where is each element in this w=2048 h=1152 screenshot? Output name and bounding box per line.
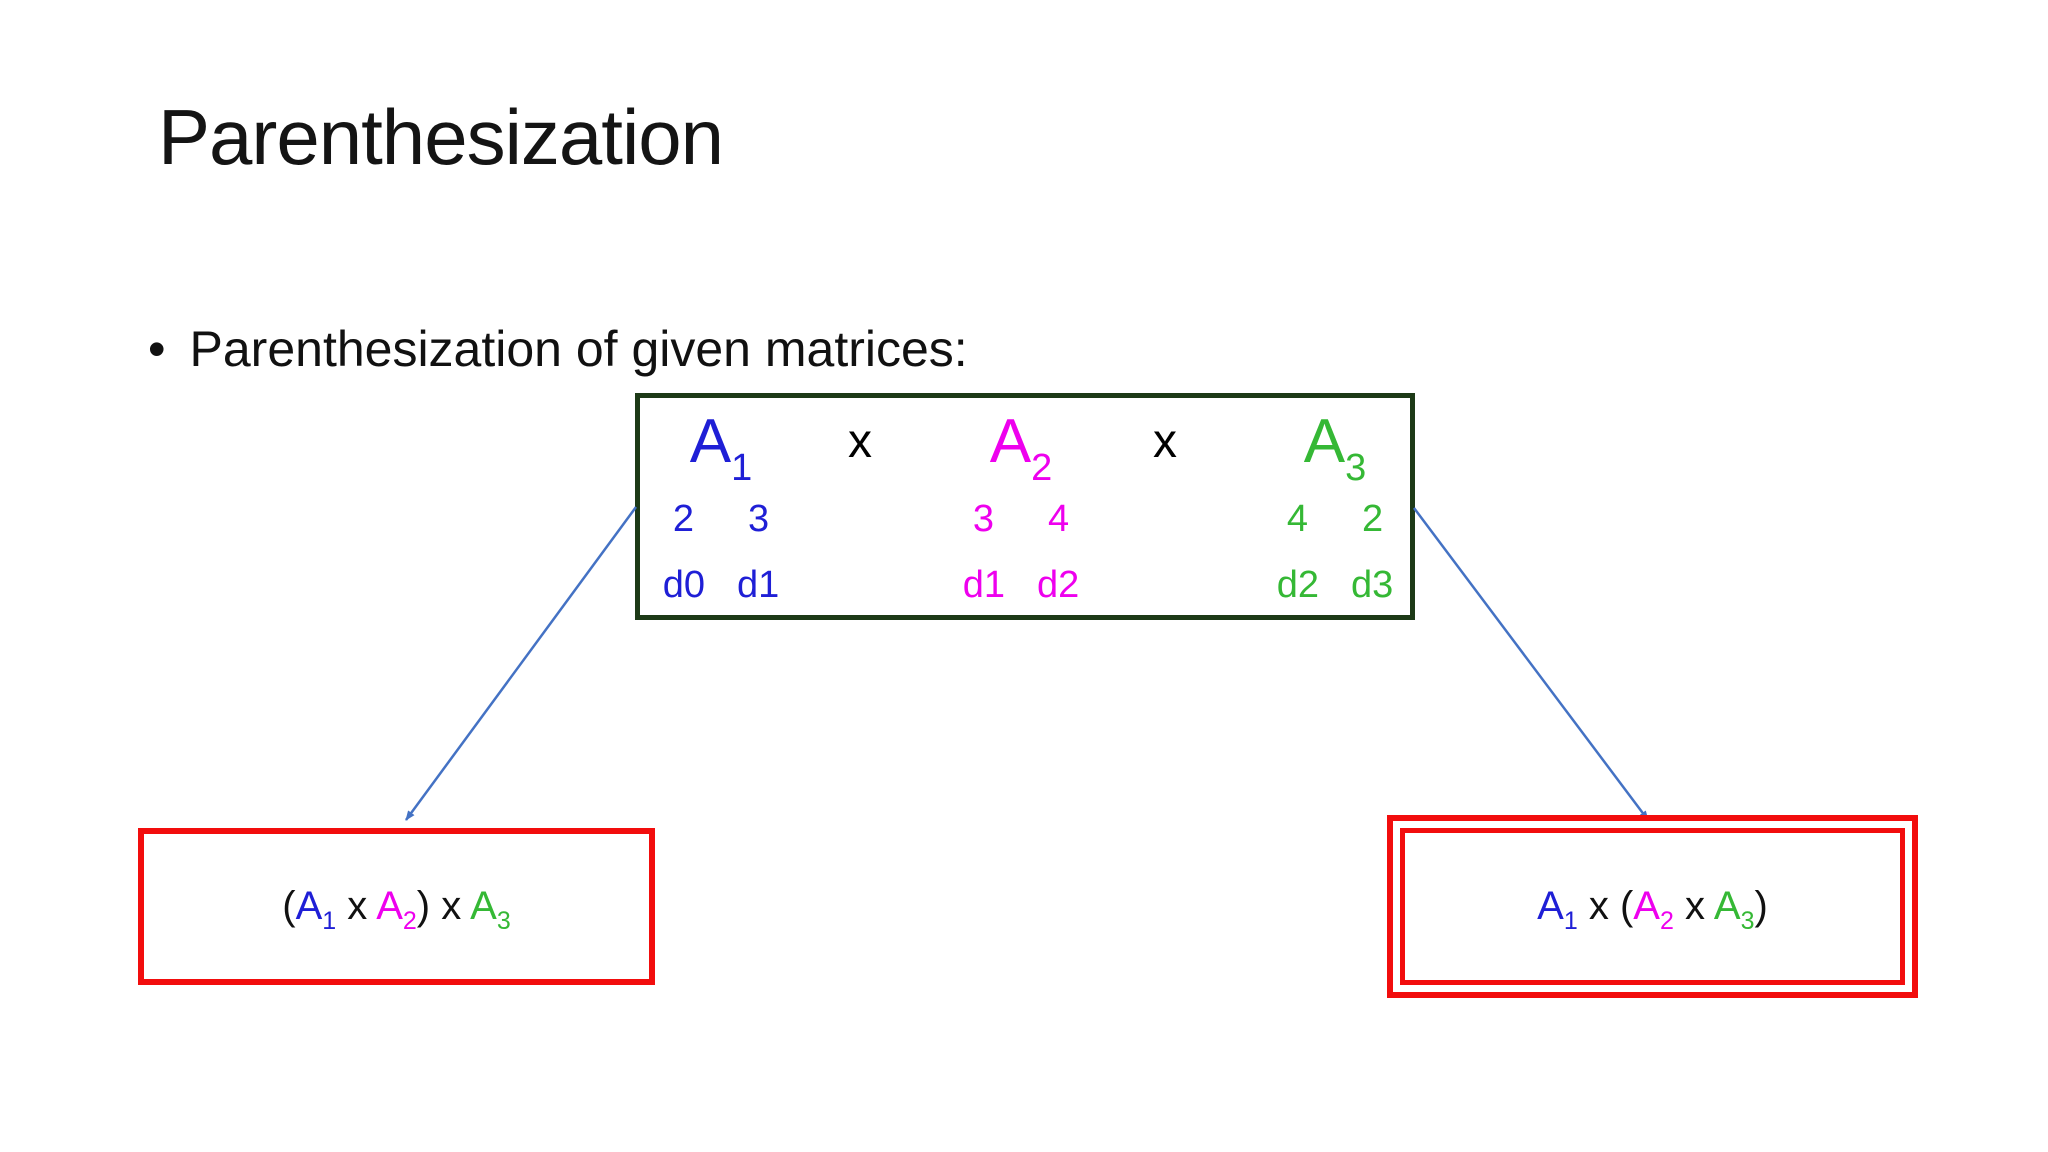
bullet-text: Parenthesization of given matrices:: [189, 321, 968, 377]
left-arrow: [404, 506, 638, 821]
expression-right: A1 x (A2 x A3): [1537, 884, 1768, 935]
dim-value: 3: [748, 498, 770, 540]
dim-value: 2: [672, 498, 694, 540]
dim-label: d0: [662, 564, 705, 606]
dim-value: 3: [972, 498, 994, 540]
expr-part: A2: [1633, 884, 1674, 935]
expr-part: A3: [470, 884, 511, 935]
expr-part: A3: [1713, 884, 1755, 935]
matrix-group-a2: A2 3 4 d1 d2: [946, 398, 1096, 610]
matrices-box: A1 2 3 d0 d1 x A2 3 4 d1 d2 x A3: [635, 393, 1415, 620]
dim-value: 4: [1048, 498, 1070, 540]
bullet-marker: •: [148, 321, 166, 377]
expr-part: A1: [295, 884, 337, 935]
dim-label: d1: [737, 564, 780, 606]
dim-label: d3: [1351, 564, 1394, 606]
right-parenthesization-box-inner: A1 x (A2 x A3): [1400, 828, 1905, 985]
expr-part: ) x: [416, 884, 471, 928]
expr-part: A1: [1537, 884, 1578, 935]
matrix-group-a1: A1 2 3 d0 d1: [646, 398, 796, 610]
right-arrow: [1413, 507, 1649, 821]
matrix-group-a3: A3 4 2 d2 d3: [1260, 398, 1410, 610]
expr-part: ): [1754, 884, 1768, 928]
matrix-label-a3: A3: [1303, 407, 1367, 489]
expr-part: (: [282, 884, 296, 928]
matrix-dim-labels-a1: d0 d1: [646, 560, 796, 610]
matrix-label-a2: A2: [989, 407, 1053, 489]
dim-label: d1: [962, 564, 1005, 606]
matrix-label-a1: A1: [689, 407, 753, 489]
dim-value: 2: [1362, 498, 1384, 540]
expression-left: (A1 x A2) x A3: [282, 884, 511, 935]
expr-part: x: [1673, 884, 1714, 928]
matrix-dims-a2: 3 4: [946, 494, 1096, 544]
dim-label: d2: [1037, 564, 1080, 606]
page-title: Parenthesization: [158, 93, 724, 181]
left-parenthesization-box: (A1 x A2) x A3: [138, 828, 655, 985]
expr-part: x (: [1577, 884, 1634, 928]
matrix-dim-labels-a2: d1 d2: [946, 560, 1096, 610]
dim-value: 4: [1286, 498, 1308, 540]
multiply-operator: x: [1153, 415, 1177, 468]
dim-label: d2: [1276, 564, 1319, 606]
matrix-dims-a3: 4 2: [1260, 494, 1410, 544]
expr-part: A2: [376, 884, 417, 935]
multiply-operator: x: [848, 415, 872, 468]
bullet-item: • Parenthesization of given matrices:: [148, 320, 968, 378]
expr-part: x: [336, 884, 377, 928]
matrix-dim-labels-a3: d2 d3: [1260, 560, 1410, 610]
right-parenthesization-box: A1 x (A2 x A3): [1387, 815, 1918, 998]
matrix-dims-a1: 2 3: [646, 494, 796, 544]
